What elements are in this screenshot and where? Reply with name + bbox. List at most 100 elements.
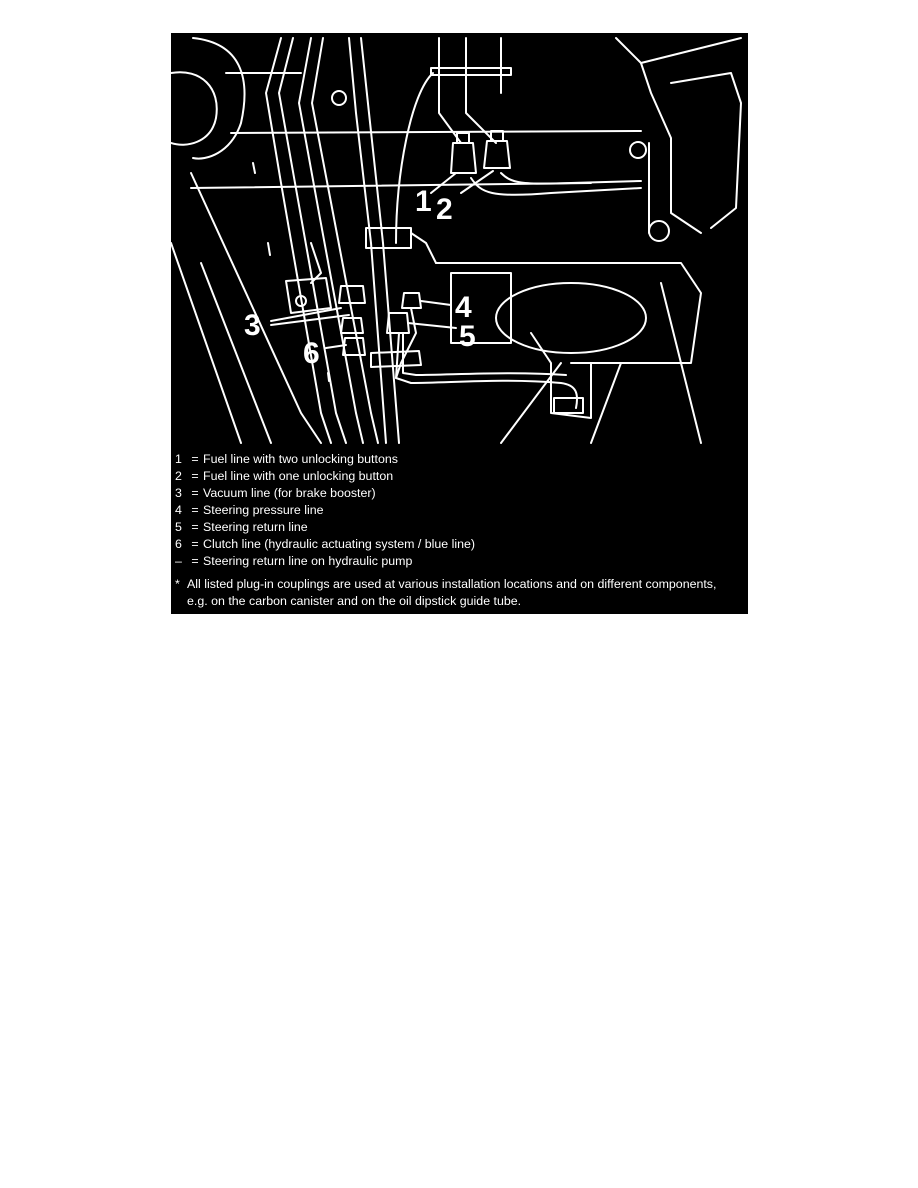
footnote-marker: * [175, 577, 180, 591]
legend: 1 = Fuel line with two unlocking buttons 2… [171, 448, 748, 614]
coupling-1 [450, 142, 477, 174]
legend-key: – [175, 554, 182, 568]
leader-line-6 [325, 344, 347, 349]
legend-key: 4 [175, 503, 182, 517]
coupling-3-bolt [295, 295, 307, 307]
leader-line-3a [270, 307, 342, 322]
line-routing-illustration: 1 2 3 4 5 6 [171, 33, 748, 448]
legend-key: 1 [175, 452, 182, 466]
rail-left-b [278, 37, 347, 444]
bracket-arm [410, 232, 437, 264]
legend-item: 6 = Clutch line (hydraulic actuating syste… [175, 536, 475, 553]
fuel-line-run-b [500, 172, 642, 185]
legend-separator: = [191, 469, 199, 483]
rail-mid-a [298, 37, 364, 444]
coupling-5 [386, 312, 410, 334]
rail-mid-b [311, 37, 379, 444]
slot-mark-c [327, 372, 330, 382]
compartment-edge-c [500, 362, 562, 444]
vacuum-line-hose [310, 242, 322, 284]
legend-separator: = [191, 452, 199, 466]
legend-text: Vacuum line (for brake booster) [203, 486, 376, 500]
legend-text: Clutch line (hydraulic actuating system … [203, 537, 476, 551]
legend-key: 3 [175, 486, 182, 500]
legend-item: 1 = Fuel line with two unlocking buttons [175, 451, 398, 468]
steering-return-line [395, 332, 579, 409]
compartment-tab [530, 332, 592, 419]
leader-line-4 [420, 300, 452, 306]
round-component-inner [171, 71, 218, 146]
compartment-edge-a [660, 282, 702, 444]
legend-text: Steering pressure line [203, 503, 324, 517]
legend-separator: = [191, 503, 199, 517]
callout-3: 3 [244, 309, 261, 342]
curved-pipe [395, 72, 434, 244]
footnote-line-1: All listed plug-in couplings are used at… [187, 577, 717, 591]
coupling-6-upper [340, 317, 364, 334]
footnote: * All listed plug-in couplings are used a… [175, 576, 716, 593]
coupling-2-cap [490, 130, 504, 142]
callout-6: 6 [303, 337, 320, 370]
pipe-end-fitting [553, 397, 584, 414]
pipe-clamp [430, 67, 512, 76]
body-panel-line-b [171, 242, 242, 444]
legend-text: Steering return line on hydraulic pump [203, 554, 413, 568]
callout-4: 4 [455, 291, 472, 324]
callout-1: 1 [415, 185, 432, 218]
round-component-outline [192, 37, 246, 160]
rail-right-b [360, 37, 400, 444]
fuel-line-run-a [470, 177, 642, 196]
fuel-line-pipe-a [438, 37, 462, 144]
callout-5: 5 [459, 320, 476, 353]
component-mount [648, 220, 670, 242]
legend-key: 6 [175, 537, 182, 551]
footnote-line-2: e.g. on the carbon canister and on the o… [187, 594, 522, 608]
fuel-line-pipe-b [465, 37, 497, 144]
callout-2: 2 [436, 193, 453, 226]
label-panel [450, 272, 512, 344]
legend-key: 5 [175, 520, 182, 534]
leader-line-2 [460, 170, 494, 194]
rail-right-a [348, 37, 387, 444]
legend-item: 5=Steering return line [175, 519, 308, 536]
coupling-4 [401, 292, 422, 309]
legend-separator: = [191, 537, 199, 551]
steering-return-line-b [402, 332, 567, 376]
engine-line-diagram: 1 2 3 4 5 6 1 = Fuel line with two unlocki… [171, 33, 748, 614]
component-side [640, 62, 702, 234]
legend-separator: = [191, 520, 199, 534]
rail-clamp [338, 285, 366, 304]
legend-separator: = [191, 554, 199, 568]
body-panel-line-c [200, 262, 272, 444]
steering-pressure-line [395, 307, 417, 379]
legend-separator: = [191, 486, 199, 500]
compartment-opening [495, 282, 647, 354]
legend-key: 2 [175, 469, 182, 483]
legend-item: 4 = Steering pressure line [175, 502, 324, 519]
coupling-1-cap [456, 132, 470, 144]
legend-item: –= Steering return line on hydraulic pump [175, 553, 412, 570]
body-panel-line-a [190, 172, 322, 444]
slot-mark-b [267, 242, 271, 256]
body-ledge-a [230, 130, 642, 134]
coupling-6 [342, 337, 366, 356]
component-top-edge [615, 37, 742, 64]
footnote-continuation: e.g. on the carbon canister and on the o… [175, 593, 521, 610]
leader-line-3b [270, 314, 350, 326]
slot-mark-a [252, 162, 256, 174]
rail-left-a [265, 37, 332, 444]
legend-text: Fuel line with one unlocking button [203, 469, 394, 483]
legend-text: Fuel line with two unlocking buttons [203, 452, 398, 466]
compartment-edge-b [590, 362, 622, 444]
coupling-2 [483, 140, 511, 169]
leader-line-5 [407, 322, 457, 329]
component-box [670, 72, 742, 229]
legend-item: 3 = Vacuum line (for brake booster) [175, 485, 376, 502]
legend-item: 2 = Fuel line with one unlocking button [175, 468, 393, 485]
illustration-svg: 1 2 3 4 5 6 [171, 37, 742, 444]
leader-line-1 [430, 172, 457, 194]
coupling-3-bracket [285, 277, 332, 314]
rail-bracket-upper [365, 227, 412, 249]
component-bolt [629, 141, 647, 159]
compartment-outline [435, 262, 702, 364]
